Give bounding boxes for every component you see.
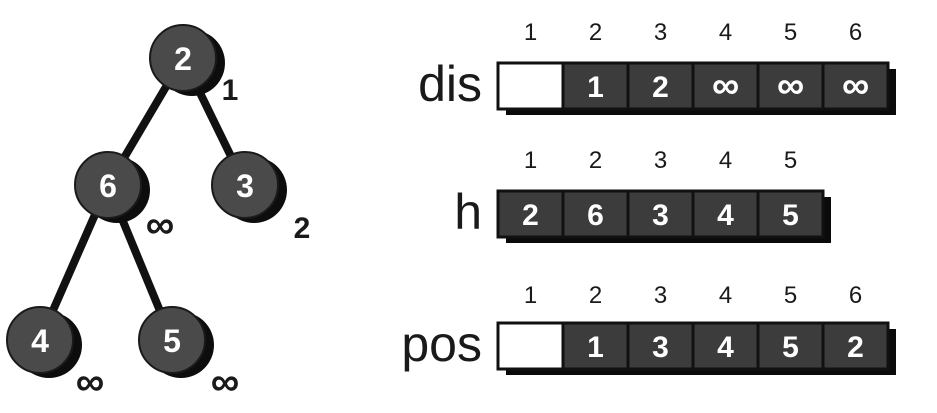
tree-node: 4 xyxy=(6,306,82,378)
array-index: 5 xyxy=(784,19,797,46)
tree-node-circle xyxy=(211,151,279,219)
tree-node-label: 2 xyxy=(174,41,192,77)
array-cell xyxy=(626,189,695,239)
tree-node-distance: ∞ xyxy=(76,360,105,404)
array-cell-value: ∞ xyxy=(712,65,739,107)
array-index: 1 xyxy=(524,147,537,174)
array-index: 3 xyxy=(654,147,667,174)
array-index: 4 xyxy=(719,147,732,174)
tree-node-distance: ∞ xyxy=(146,203,175,247)
array-cell-value: 3 xyxy=(652,331,669,364)
tree-node-circle xyxy=(138,306,206,374)
tree-node: 3 xyxy=(211,151,287,223)
array-cell xyxy=(496,61,565,111)
array-index: 5 xyxy=(784,282,797,309)
tree-node-label: 5 xyxy=(163,323,181,359)
array-cell xyxy=(821,321,890,371)
array-cell xyxy=(626,61,695,111)
arrays: dis 1 2 3 4 5 6 1 2 ∞ ∞ ∞ h 1 2 3 4 5 2 6 3 4 5 pos 1 2 3 4 5 6 1 3 4 5 2 xyxy=(401,19,896,375)
array-index: 3 xyxy=(654,19,667,46)
array-cell xyxy=(691,189,760,239)
array-cell-value: 1 xyxy=(587,331,604,364)
array-cell-value: 5 xyxy=(782,331,799,364)
array-cell xyxy=(756,189,825,239)
array-cell-value: 4 xyxy=(717,199,734,232)
array-index: 1 xyxy=(524,19,537,46)
array-index: 3 xyxy=(654,282,667,309)
array-cell-value: 4 xyxy=(717,331,734,364)
array-index: 4 xyxy=(719,19,732,46)
tree-node-label: 3 xyxy=(236,168,254,204)
tree-node: 5 xyxy=(138,306,214,378)
tree-node: 2 xyxy=(149,24,225,96)
array-cell-value: 3 xyxy=(652,199,669,232)
array-cell xyxy=(691,61,760,111)
array-dis: dis 1 2 3 4 5 6 1 2 ∞ ∞ ∞ xyxy=(418,19,896,115)
tree-node-label: 4 xyxy=(31,323,49,359)
array-cell xyxy=(821,61,890,111)
array-index: 2 xyxy=(589,19,602,46)
array-index: 2 xyxy=(589,147,602,174)
tree-nodes: 216∞324∞5∞ xyxy=(6,24,311,404)
array-cell-value: ∞ xyxy=(842,65,869,107)
tree-node-label: 6 xyxy=(99,168,117,204)
array-cell-value: ∞ xyxy=(777,65,804,107)
tree-node-distance: 2 xyxy=(294,212,311,245)
array-cell xyxy=(496,189,565,239)
array-cell xyxy=(561,61,630,111)
tree-node-distance: ∞ xyxy=(211,360,240,404)
array-cell-value: 2 xyxy=(847,331,864,364)
array-index: 6 xyxy=(849,282,862,309)
array-cell-value: 1 xyxy=(587,71,604,104)
array-cell-value: 5 xyxy=(782,199,799,232)
array-label-dis: dis xyxy=(418,56,482,112)
tree-node-circle xyxy=(74,151,142,219)
array-index: 6 xyxy=(849,19,862,46)
array-cell-value: 2 xyxy=(652,71,669,104)
array-cell-value: 2 xyxy=(522,199,539,232)
array-index: 1 xyxy=(524,282,537,309)
array-cell-value: 6 xyxy=(587,199,604,232)
array-h: h 1 2 3 4 5 2 6 3 4 5 xyxy=(454,147,831,243)
tree-node-distance: 1 xyxy=(222,74,239,107)
array-cell xyxy=(496,321,565,371)
tree-node-circle xyxy=(149,24,217,92)
array-label-pos: pos xyxy=(401,316,482,372)
array-index: 4 xyxy=(719,282,732,309)
array-index: 2 xyxy=(589,282,602,309)
tree-node: 6 xyxy=(74,151,150,223)
array-label-h: h xyxy=(454,184,482,240)
tree-node-circle xyxy=(6,306,74,374)
array-cell xyxy=(561,189,630,239)
array-index: 5 xyxy=(784,147,797,174)
array-pos: pos 1 2 3 4 5 6 1 3 4 5 2 xyxy=(401,282,896,375)
